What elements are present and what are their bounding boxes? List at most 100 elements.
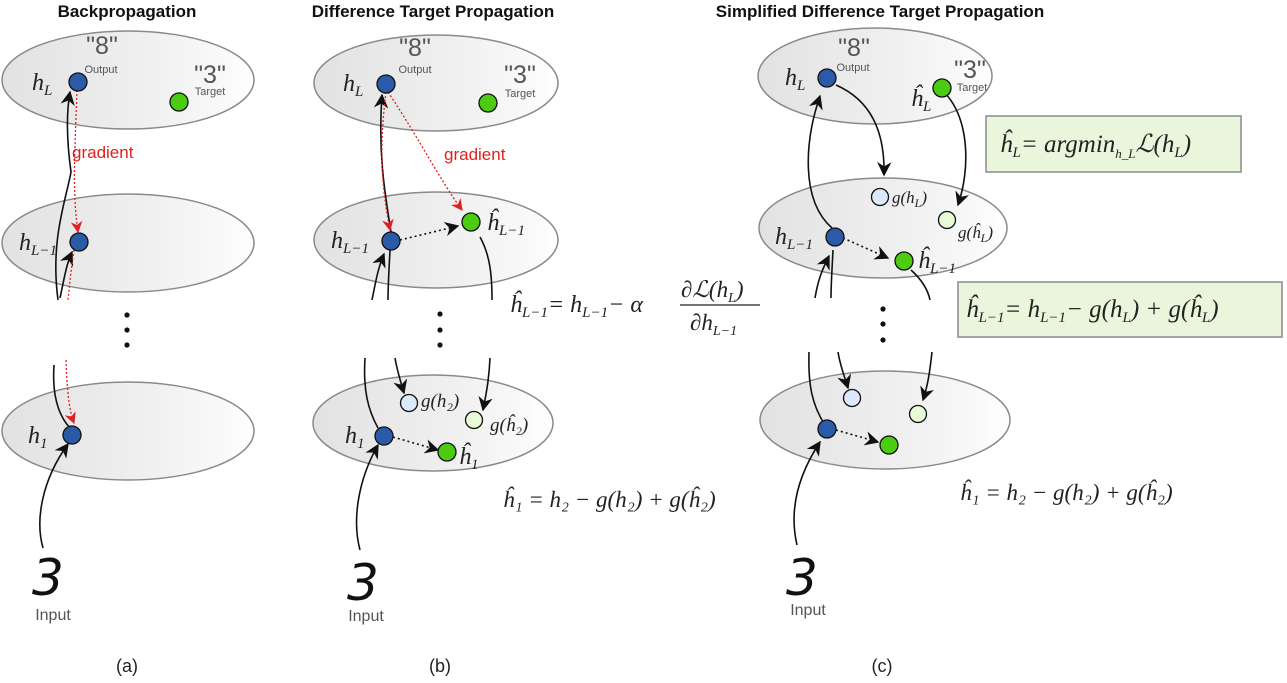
node-h1 (817, 419, 837, 439)
target-label: Target (957, 82, 988, 94)
equation-box-hidden-target: ĥL−1= hL−1− g(hL) + g(ĥL) (957, 281, 1283, 338)
forward-line-down (387, 249, 391, 301)
hidden-layer-L-1 (758, 177, 1008, 279)
equation-target-update: ĥL−1= hL−1− α ∂ℒ(hL) ∂hL−1 (510, 277, 760, 339)
label-h1: h1 (28, 423, 48, 452)
node-g-hL (870, 187, 890, 207)
arrow-to-g-h2 (837, 351, 852, 390)
label-hL: hL (343, 71, 363, 100)
target-label: Target (195, 86, 226, 98)
dotted-arrow-to-hhatL-1 (842, 237, 890, 260)
gradient-line-2 (67, 249, 75, 301)
input-digit-image: 3 (786, 549, 818, 607)
gradient-arrow-1 (381, 91, 394, 232)
forward-line-to-h1 (808, 351, 826, 426)
node-hL-1 (381, 231, 401, 251)
equation-box-output-target: ĥL= argminh_Lℒ(hL) (985, 115, 1242, 173)
label-hL-1: hL−1 (19, 230, 57, 259)
hidden-layer-1 (759, 370, 1011, 470)
input-label: Input (790, 602, 826, 619)
label-hL-1: hL−1 (331, 228, 369, 257)
panel-b-title: Difference Target Propagation (312, 2, 554, 21)
svg-text:ĥL−1= hL−1− α: ĥL−1= hL−1− α (510, 291, 643, 321)
dotted-arrow-to-hhat1 (835, 429, 880, 446)
line-from-hhatL-1 (910, 269, 931, 301)
node-hhat1 (437, 442, 457, 462)
label-g-hhatL: g(ĥL) (958, 223, 993, 245)
gradient-arrow-1 (70, 89, 83, 234)
forward-arrow-to-hL-1 (59, 250, 74, 299)
arrow-to-g-h2 (393, 357, 408, 395)
output-label: Output (84, 64, 117, 76)
label-hhatL-1: ĥL−1 (487, 209, 525, 239)
label-g-h2: g(h₂) (421, 391, 459, 412)
gradient-label: gradient (444, 145, 506, 164)
label-g-hL: g(hL) (892, 188, 927, 210)
node-hhatL-1 (894, 251, 914, 271)
node-h1 (374, 426, 394, 446)
node-hL (817, 68, 837, 88)
node-g-h2 (842, 388, 862, 408)
fraction-numerator: ∂ℒ(hL) (681, 277, 744, 306)
input-label: Input (348, 608, 384, 625)
ellipsis-dots (124, 312, 130, 348)
forward-arrow-to-hL-1 (371, 252, 386, 301)
forward-arrow-input (793, 440, 821, 546)
node-g-hhatL (937, 210, 957, 230)
node-hhat1 (879, 435, 899, 455)
arrow-to-g-hhatL (944, 92, 970, 207)
node-g-hhat2 (908, 404, 928, 424)
gradient-arrow-2 (387, 91, 463, 211)
caption-b: (b) (429, 656, 451, 676)
forward-arrow-input (39, 442, 69, 549)
panel-c: Simplified Difference Target Propagation… (716, 2, 1283, 676)
output-quote: "8" (86, 32, 118, 60)
node-g-hhat2 (464, 410, 484, 430)
forward-line-to-h1 (52, 364, 71, 429)
panel-a: Backpropagation "8" Output "3" Target gr… (1, 2, 255, 676)
node-hhatL (932, 78, 952, 98)
arrow-to-g-hL (835, 84, 892, 177)
gradient-arrow-3 (64, 359, 76, 425)
ellipsis-dots (880, 306, 886, 343)
label-hhat1: ĥ1 (459, 443, 479, 473)
label-hL-1: hL−1 (775, 224, 813, 253)
input-digit-image: 3 (32, 549, 64, 607)
target-label: Target (505, 88, 536, 100)
forward-arrow-to-hL-1 (814, 254, 830, 299)
equation-h1-update: ĥ₁ = h₂ − g(h₂) + g(ĥ₂) (503, 486, 716, 512)
node-hhatL-1 (461, 212, 481, 232)
svg-text:ĥL−1= hL−1− g(hL) + g(ĥL): ĥL−1= hL−1− g(hL) + g(ĥL) (966, 294, 1219, 326)
target-quote: "3" (504, 61, 536, 89)
caption-a: (a) (116, 656, 138, 676)
panel-a-title: Backpropagation (58, 2, 197, 21)
fraction-denominator: ∂hL−1 (690, 310, 737, 339)
node-hL-1 (69, 232, 89, 252)
label-g-hhat2: g(ĥ₂) (490, 414, 528, 436)
node-hL (68, 72, 88, 92)
forward-line-down (830, 249, 834, 299)
node-target (478, 93, 498, 113)
input-label: Input (35, 607, 71, 624)
panel-b: Difference Target Propagation "8" Output… (312, 2, 760, 676)
output-quote: "8" (838, 34, 870, 62)
arrow-to-g-hhat2 (478, 357, 493, 412)
hidden-layer-L-1 (313, 191, 559, 289)
svg-text:ĥL= argminh_Lℒ(hL): ĥL= argminh_Lℒ(hL) (1000, 129, 1191, 161)
label-hhatL-1: ĥL−1 (918, 247, 956, 277)
line-from-hhatL-1 (479, 236, 493, 301)
node-hL-1 (825, 227, 845, 247)
label-hhatL: ĥL (911, 85, 931, 115)
forward-line-to-h1 (363, 357, 379, 429)
output-label: Output (398, 64, 431, 76)
forward-arrow-to-hL (807, 94, 833, 229)
node-h1 (62, 425, 82, 445)
ellipsis-dots (437, 311, 443, 348)
label-hL: hL (32, 70, 52, 99)
target-quote: "3" (194, 61, 226, 89)
target-quote: "3" (954, 56, 986, 84)
gradient-label: gradient (72, 143, 134, 162)
label-h1: h1 (345, 423, 365, 452)
node-g-h2 (399, 393, 419, 413)
